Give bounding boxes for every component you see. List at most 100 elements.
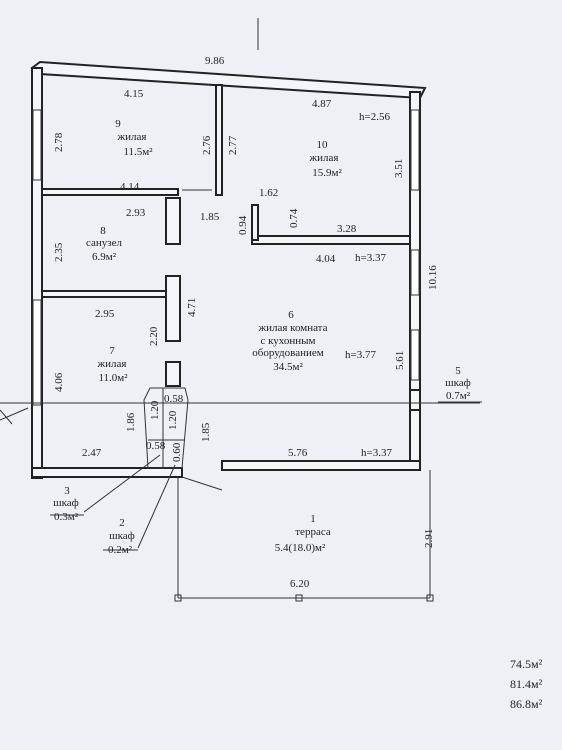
dim-terrace-depth: 2.91: [423, 529, 435, 548]
dim-276: 2.76: [201, 135, 213, 155]
post-1: [174, 594, 182, 602]
dim-471: 4.71: [186, 298, 198, 317]
dim-120a: 1.20: [149, 400, 161, 420]
dim-h337a: h=3.37: [355, 252, 386, 264]
room-name-line-3: оборудованием: [252, 347, 323, 359]
window-left-mid: [32, 299, 42, 406]
terrace-diagonal: [181, 476, 223, 491]
dim-293: 2.93: [126, 207, 146, 219]
dim-278: 2.78: [53, 132, 65, 152]
room-7: 7 жилая 11.0м²: [97, 345, 129, 384]
room-area: 5.4(18.0)м²: [275, 542, 326, 554]
dim-277: 2.77: [227, 135, 239, 155]
room-name-line-2: с кухонным: [260, 335, 315, 347]
room-10: 10 жилая 15.9м²: [309, 139, 343, 179]
dim-235: 2.35: [53, 242, 65, 262]
closet-outline: [143, 387, 189, 469]
leader-lines: [0, 401, 482, 551]
bottom-wall-left: [31, 467, 183, 478]
room-2: 2 шкаф 0.2м²: [108, 517, 135, 556]
post-3: [426, 594, 434, 602]
window-left-top: [32, 109, 42, 181]
wall-8-7: [41, 290, 167, 298]
room-number: 8: [100, 225, 106, 237]
total-2: 81.4м²: [510, 677, 543, 691]
room-number: 3: [64, 485, 70, 497]
room-name: жилая: [309, 152, 339, 164]
room-6: 6 жилая комната с кухонным оборудованием…: [252, 309, 376, 373]
room-name: шкаф: [109, 530, 135, 542]
dim-058a: 0.58: [164, 393, 184, 405]
leader-left: [0, 407, 29, 421]
dim-185b: 1.85: [200, 422, 212, 442]
dim-328: 3.28: [337, 223, 357, 235]
dim-right-height: 10.16: [427, 265, 439, 290]
closets-2-3: [143, 387, 189, 469]
leader-2: [137, 464, 176, 549]
window-right-mid: [410, 249, 420, 296]
wall-7-closet: [165, 361, 181, 387]
dim-terrace-width: 6.20: [290, 578, 310, 590]
room-name: терраса: [295, 526, 331, 538]
room-number: 2: [119, 517, 125, 529]
dim-120b: 1.20: [167, 410, 179, 430]
dim-094: 0.94: [237, 215, 249, 235]
dim-406: 4.06: [53, 372, 65, 392]
dim-576: 5.76: [288, 447, 308, 459]
room-name: жилая: [117, 131, 147, 143]
room-area: 6.9м²: [92, 251, 117, 263]
room-number: 7: [109, 345, 115, 357]
dim-162: 1.62: [259, 187, 278, 199]
windows: [32, 109, 420, 406]
dim-404: 4.04: [316, 253, 336, 265]
dim-185a: 1.85: [200, 211, 220, 223]
room-height: h=3.77: [345, 349, 376, 361]
room-area: 11.5м²: [123, 146, 153, 158]
room-9: 9 жилая 11.5м²: [115, 118, 153, 158]
room-number: 10: [317, 139, 329, 151]
window-right-top: [410, 109, 420, 191]
total-1: 74.5м²: [510, 657, 543, 671]
dim-295: 2.95: [95, 308, 115, 320]
area-totals: 74.5м² 81.4м² 86.8м²: [510, 657, 543, 711]
dim-top-width: 9.86: [205, 55, 225, 67]
dim-487: 4.87: [312, 98, 332, 110]
bottom-wall-right: [221, 460, 421, 471]
dim-058b: 0.58: [146, 440, 166, 452]
room-name: шкаф: [445, 377, 471, 389]
outer-walls: [30, 60, 427, 479]
post-2: [295, 594, 303, 602]
room-name: санузел: [86, 237, 123, 249]
room-name: шкаф: [53, 497, 79, 509]
room-name: жилая: [97, 358, 127, 370]
dim-351: 3.51: [393, 159, 405, 178]
interior-walls: [41, 84, 421, 411]
room-name-line-1: жилая комната: [257, 322, 327, 334]
dimensions: 4.15 2.78 2.76 2.77 4.87 h=2.56 3.51 4.1…: [53, 88, 406, 462]
room-number: 6: [288, 309, 294, 321]
wall-9-10: [215, 84, 223, 196]
room-area: 34.5м²: [273, 361, 303, 373]
wall-8-6-top: [165, 197, 181, 245]
window-right-low: [410, 329, 420, 381]
total-3: 86.8м²: [510, 697, 543, 711]
wall-5: [409, 389, 421, 411]
room-area: 0.7м²: [446, 390, 471, 402]
dim-060: 0.60: [171, 442, 183, 462]
dim-415: 4.15: [124, 88, 144, 100]
terrace: [174, 470, 434, 602]
wall-9-8: [41, 188, 179, 196]
dim-561: 5.61: [394, 351, 406, 370]
room-number: 1: [310, 513, 316, 525]
dim-h256: h=2.56: [359, 111, 390, 123]
room-number: 9: [115, 118, 121, 130]
dim-220: 2.20: [148, 326, 160, 346]
wall-8-6-low: [165, 275, 181, 342]
room-area: 11.0м²: [98, 372, 128, 384]
leader-3: [83, 454, 161, 513]
top-wall: [30, 60, 427, 100]
dim-247: 2.47: [82, 447, 102, 459]
dim-186: 1.86: [125, 412, 137, 432]
room-1: 1 терраса 5.4(18.0)м²: [275, 513, 331, 554]
